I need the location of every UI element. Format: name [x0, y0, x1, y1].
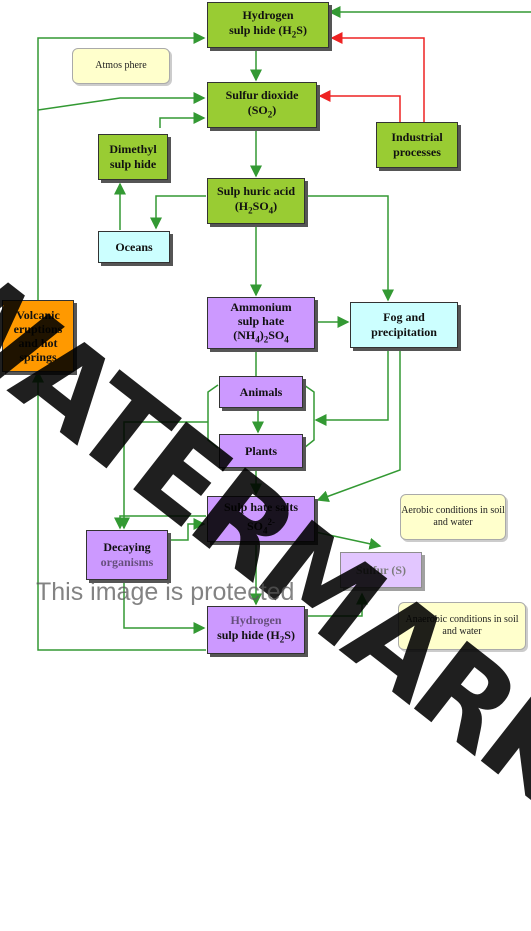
arrow-sulphate-to-decaying	[114, 515, 206, 530]
arrow-fog-to-sulphate	[316, 348, 401, 503]
node-decaying-organisms: Decaying organisms	[86, 530, 168, 580]
node-plants: Plants	[219, 434, 303, 468]
h2s-bottom-line1: Hydrogen	[230, 612, 282, 627]
node-sulfur: Sulfur (S)	[340, 552, 422, 588]
cycle-arrows	[32, 6, 531, 651]
arrow-bottom-to-volcanic	[32, 370, 206, 651]
note-atmosphere: Atmos phere	[72, 48, 170, 84]
decaying-line2: organisms	[100, 555, 154, 569]
h2s-bottom-line2: sulp hide (H2S)	[217, 627, 295, 645]
dms-line2: sulp hide	[109, 157, 157, 171]
ammonium-line2: sulp hate	[237, 313, 285, 328]
arrow-industrial-to-h2s	[330, 32, 425, 122]
sulphate-line1: Sulp hate salts	[223, 499, 299, 514]
node-sulphate-salts: Sulp hate salts SO42-	[207, 496, 315, 542]
arrow-h2s-bottom-to-sulfur	[306, 592, 368, 617]
dms-line1: Dimethyl	[109, 142, 157, 156]
node-sulfur-dioxide: Sulfur dioxide (SO2)	[207, 82, 317, 128]
volcanic-line2: eruptions	[13, 322, 63, 336]
plants-label: Plants	[244, 443, 277, 458]
decaying-line1: Decaying	[103, 540, 151, 554]
arrow-decaying-to-sulphate	[168, 518, 206, 541]
volcanic-line3: and hot	[18, 336, 58, 350]
so2-line1: Sulfur dioxide	[225, 87, 299, 102]
arrow-volcanic-to-h2s	[37, 32, 206, 300]
brace-left	[207, 384, 219, 449]
brace-right	[303, 384, 315, 449]
node-volcanic-eruptions: Volcanic eruptions and hot springs	[2, 300, 74, 372]
node-fog-precipitation: Fog and precipitation	[350, 302, 458, 348]
arrow-h2so4-to-fog	[306, 195, 394, 302]
node-animals: Animals	[219, 376, 303, 408]
oceans-label: Oceans	[115, 239, 153, 254]
ammonium-line1: Ammonium	[230, 299, 292, 314]
node-sulphuric-acid: Sulp huric acid (H2SO4)	[207, 178, 305, 224]
h2s-top-line1: Hydrogen	[242, 7, 294, 22]
arrow-animals-to-decaying	[118, 421, 208, 530]
so2-line2: (SO2)	[247, 102, 277, 120]
arrow-fog-to-plants	[314, 348, 389, 426]
note-anaerobic: Anaerobic conditions in soil and water	[398, 602, 526, 650]
note-aerobic: Aerobic conditions in soil and water	[400, 494, 506, 540]
node-oceans: Oceans	[98, 231, 170, 263]
node-dimethyl-sulphide: Dimethyl sulp hide	[98, 134, 168, 180]
arrow-decaying-to-h2s-bottom	[123, 580, 206, 634]
arrow-volcanic-to-so2	[37, 92, 206, 111]
arrow-h2so4-to-oceans	[150, 195, 206, 230]
h2s-top-line2: sulp hide (H2S)	[229, 22, 307, 40]
animals-label: Animals	[239, 384, 283, 399]
ammonium-line3: (NH4)2SO4	[233, 327, 289, 345]
protected-notice: This image is protected	[36, 578, 295, 606]
arrow-sulphate-to-sulfur	[305, 529, 382, 550]
sulphate-line2: SO42-	[246, 516, 275, 536]
h2so4-line2: (H2SO4)	[234, 198, 278, 216]
fog-line1: Fog and	[383, 310, 425, 324]
sulfur-label: Sulfur (S)	[355, 562, 407, 577]
h2so4-line1: Sulp huric acid	[216, 183, 296, 198]
arrow-dms-to-so2	[159, 112, 206, 128]
node-hydrogen-sulphide-bottom: Hydrogen sulp hide (H2S)	[207, 606, 305, 654]
node-industrial-processes: Industrial processes	[376, 122, 458, 168]
volcanic-line4: springs	[19, 350, 57, 364]
arrow-industrial-to-so2	[318, 90, 401, 122]
node-ammonium-sulphate: Ammonium sulp hate (NH4)2SO4	[207, 297, 315, 349]
volcanic-line1: Volcanic	[16, 308, 60, 322]
node-hydrogen-sulphide-top: Hydrogen sulp hide (H2S)	[207, 2, 329, 48]
industrial-line1: Industrial	[391, 130, 443, 144]
industrial-line2: processes	[393, 145, 441, 159]
fog-line2: precipitation	[371, 325, 437, 339]
